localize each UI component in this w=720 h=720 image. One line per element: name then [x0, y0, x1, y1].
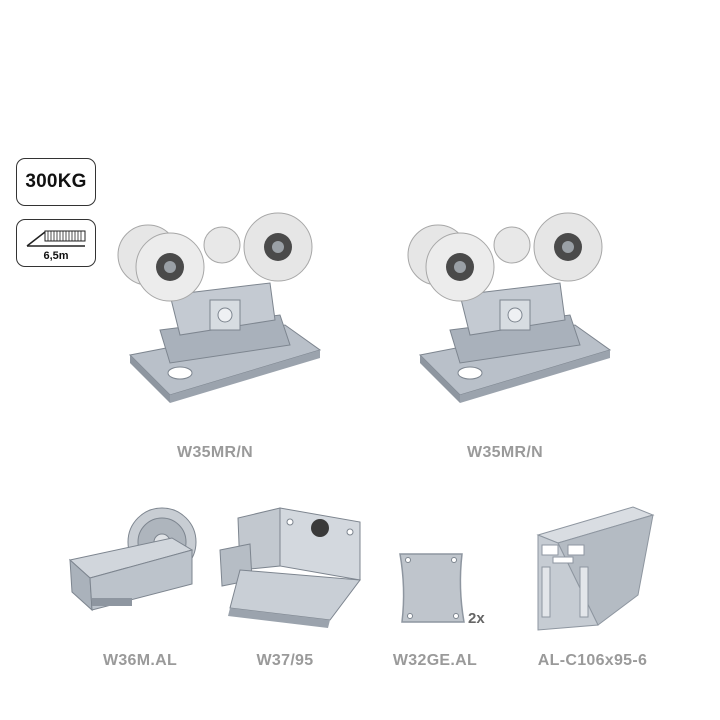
weight-capacity-badge: 300KG — [16, 158, 96, 206]
product-label-5: W32GE.AL — [392, 652, 478, 669]
quantity-text: 2x — [468, 610, 485, 627]
end-cap-plate-image — [399, 553, 465, 623]
product-label-1: W35MR/N — [177, 444, 253, 461]
product-label-2: W35MR/N — [467, 444, 543, 461]
product-label-4: W37/95 — [256, 652, 314, 669]
gate-length-text: 6,5m — [43, 250, 69, 262]
gate-length-badge: 6,5m — [16, 219, 96, 267]
trolley-image-1 — [117, 212, 322, 403]
weight-capacity-text: 300KG — [25, 171, 87, 192]
product-label-3: W36M.AL — [102, 652, 178, 669]
trolley-image-2 — [407, 212, 612, 403]
aluminum-profile-image — [536, 506, 655, 631]
end-roller-image — [68, 507, 197, 612]
catcher-bracket-image — [219, 507, 361, 628]
gate-length-icon — [26, 230, 86, 247]
product-label-6: AL-C106x95-6 — [537, 652, 648, 669]
